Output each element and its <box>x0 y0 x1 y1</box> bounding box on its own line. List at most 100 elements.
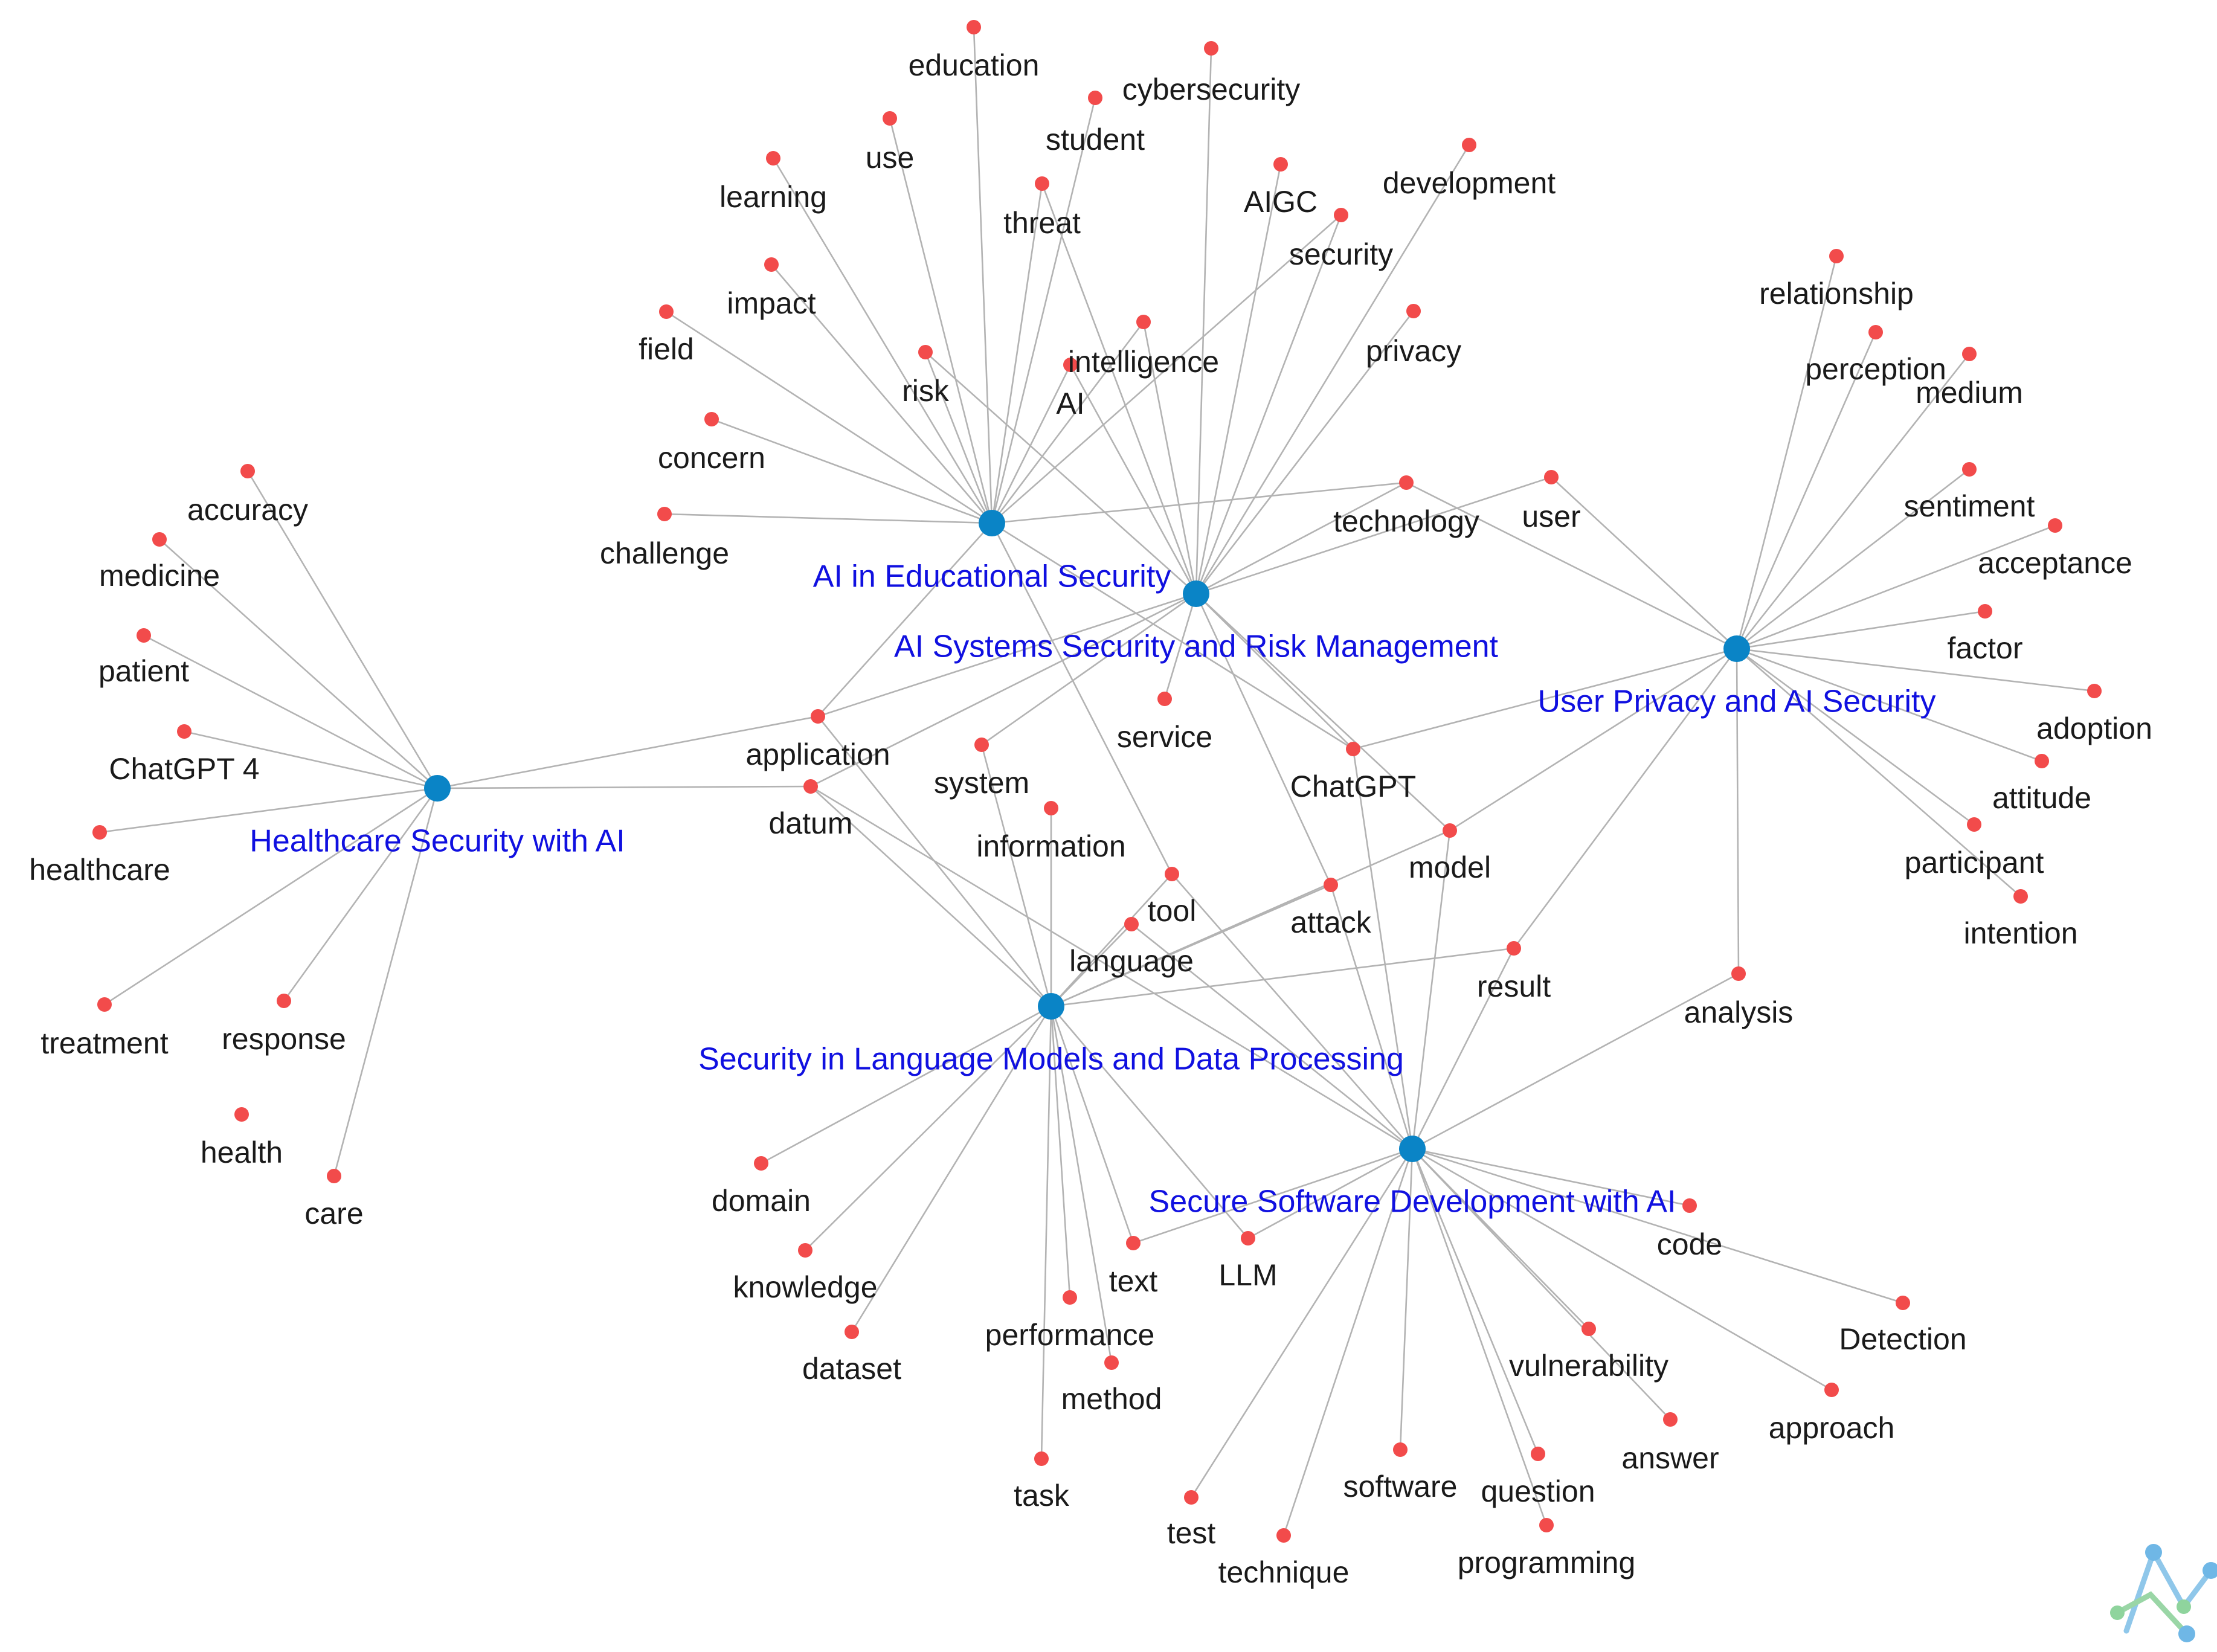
edge-priv-adoption <box>1736 648 2095 692</box>
edge-lang-result <box>1051 947 1514 1008</box>
edge-sys-datum <box>810 593 1197 788</box>
term-node-knowledge[interactable] <box>798 1243 812 1258</box>
term-node-software[interactable] <box>1393 1442 1408 1457</box>
term-node-patient[interactable] <box>137 628 151 643</box>
term-label-adoption: adoption <box>2036 712 2152 745</box>
term-label-care: care <box>304 1197 363 1230</box>
edge-soft-tool <box>1171 873 1413 1149</box>
edge-edu-challenge <box>664 513 993 524</box>
edge-edu-concern <box>711 418 993 524</box>
term-node-health[interactable] <box>234 1107 249 1122</box>
term-node-relationship[interactable] <box>1829 249 1844 263</box>
term-node-information[interactable] <box>1044 801 1058 815</box>
edge-sys-cybersecurity <box>1195 48 1212 594</box>
term-node-adoption[interactable] <box>2087 684 2102 698</box>
term-node-chatgpt[interactable] <box>1346 742 1360 756</box>
edge-edu-application <box>817 522 993 717</box>
term-node-acceptance[interactable] <box>2048 518 2062 533</box>
term-node-technology[interactable] <box>1399 475 1414 490</box>
term-node-use[interactable] <box>883 111 897 126</box>
term-node-language[interactable] <box>1124 917 1139 931</box>
term-node-factor[interactable] <box>1978 604 1992 619</box>
term-node-medium[interactable] <box>1962 347 1977 361</box>
edge-soft-approach <box>1412 1148 1832 1391</box>
hub-node-edu[interactable] <box>979 510 1005 536</box>
term-node-ai[interactable] <box>1063 358 1078 372</box>
term-node-result[interactable] <box>1507 941 1521 956</box>
term-node-programming[interactable] <box>1539 1518 1554 1532</box>
term-node-education[interactable] <box>967 20 981 34</box>
term-node-response[interactable] <box>277 994 291 1008</box>
term-node-threat[interactable] <box>1035 176 1049 191</box>
term-label-aigc: AIGC <box>1244 185 1318 219</box>
edge-lang-performance <box>1050 1006 1071 1298</box>
term-node-attitude[interactable] <box>2035 754 2049 768</box>
term-node-performance[interactable] <box>1063 1290 1077 1305</box>
term-node-intention[interactable] <box>2013 889 2028 904</box>
term-node-question[interactable] <box>1531 1447 1545 1461</box>
hub-node-priv[interactable] <box>1723 635 1750 662</box>
term-node-care[interactable] <box>327 1169 341 1183</box>
term-node-impact[interactable] <box>764 257 779 272</box>
hub-node-soft[interactable] <box>1399 1136 1426 1162</box>
term-node-model[interactable] <box>1443 823 1457 838</box>
term-node-tool[interactable] <box>1165 867 1179 881</box>
hub-node-sys[interactable] <box>1183 580 1209 607</box>
edge-soft-answer <box>1412 1148 1671 1420</box>
term-node-test[interactable] <box>1184 1490 1199 1505</box>
term-label-accuracy: accuracy <box>187 493 308 527</box>
term-node-cybersecurity[interactable] <box>1204 41 1218 56</box>
term-node-intelligence[interactable] <box>1136 315 1151 329</box>
term-node-llm[interactable] <box>1241 1231 1255 1245</box>
edge-priv-model <box>1449 648 1737 832</box>
hub-node-lang[interactable] <box>1038 993 1064 1020</box>
term-node-dataset[interactable] <box>845 1325 859 1339</box>
term-node-system[interactable] <box>974 738 989 752</box>
term-node-text[interactable] <box>1126 1236 1141 1250</box>
term-node-technique[interactable] <box>1276 1528 1291 1543</box>
term-node-method[interactable] <box>1104 1355 1119 1370</box>
edges-layer <box>99 27 2095 1536</box>
edge-priv-perception <box>1736 332 1877 649</box>
term-node-medicine[interactable] <box>152 532 167 547</box>
term-label-challenge: challenge <box>600 536 729 570</box>
term-node-answer[interactable] <box>1663 1412 1678 1427</box>
term-node-attack[interactable] <box>1324 878 1338 892</box>
term-label-software: software <box>1343 1470 1458 1503</box>
term-node-user[interactable] <box>1544 470 1559 484</box>
term-node-analysis[interactable] <box>1731 966 1746 981</box>
term-node-approach[interactable] <box>1824 1383 1839 1397</box>
term-node-treatment[interactable] <box>97 997 112 1012</box>
term-node-code[interactable] <box>1682 1198 1697 1213</box>
term-node-field[interactable] <box>659 304 674 319</box>
edge-health-treatment <box>104 787 438 1006</box>
term-node-challenge[interactable] <box>657 507 672 521</box>
hub-node-health[interactable] <box>424 775 451 802</box>
term-node-privacy[interactable] <box>1406 304 1421 318</box>
term-node-service[interactable] <box>1157 692 1172 706</box>
term-node-accuracy[interactable] <box>240 464 255 478</box>
term-node-development[interactable] <box>1462 138 1476 152</box>
term-node-learning[interactable] <box>766 151 780 166</box>
term-node-application[interactable] <box>811 709 825 724</box>
term-node-detection[interactable] <box>1896 1296 1910 1310</box>
term-label-vulnerability: vulnerability <box>1509 1349 1668 1383</box>
term-node-perception[interactable] <box>1868 325 1883 339</box>
term-node-domain[interactable] <box>754 1156 768 1171</box>
term-node-security[interactable] <box>1334 208 1348 222</box>
term-node-risk[interactable] <box>918 345 933 359</box>
term-node-concern[interactable] <box>704 412 719 426</box>
term-label-attack: attack <box>1290 905 1371 939</box>
term-node-student[interactable] <box>1088 91 1102 105</box>
term-node-aigc[interactable] <box>1273 157 1288 172</box>
hub-label-health: Healthcare Security with AI <box>249 824 625 859</box>
term-node-vulnerability[interactable] <box>1582 1322 1596 1336</box>
term-node-datum[interactable] <box>803 779 818 794</box>
term-node-participant[interactable] <box>1967 817 1981 832</box>
term-node-healthcare[interactable] <box>92 825 107 840</box>
term-label-learning: learning <box>719 180 827 214</box>
term-node-sentiment[interactable] <box>1962 462 1977 477</box>
term-node-task[interactable] <box>1034 1451 1049 1466</box>
term-node-chatgpt4[interactable] <box>177 724 191 739</box>
logo-icon <box>2110 1544 2217 1642</box>
